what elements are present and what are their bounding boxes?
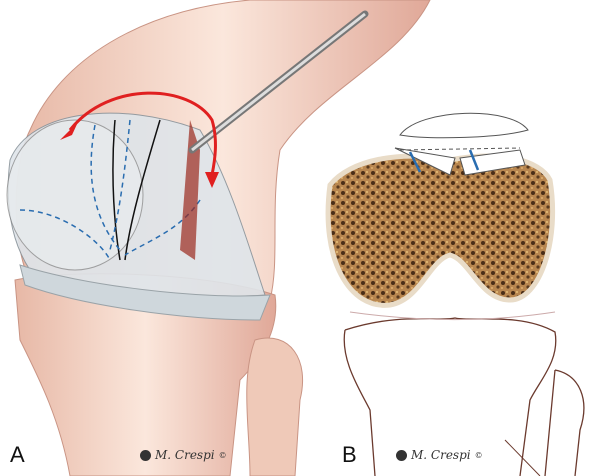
surgical-instrument	[188, 10, 369, 154]
panel-b-tibia-outline	[343, 311, 585, 476]
signature-text: M. Crespi	[411, 448, 471, 462]
panel-b-label: B	[342, 442, 357, 467]
panel-b-signature: M. Crespi©	[396, 448, 483, 462]
signature-logo-icon	[396, 449, 407, 461]
copyright-mark: ©	[474, 450, 483, 460]
panel-a-tibia	[14, 273, 304, 476]
signature-text: M. Crespi	[155, 448, 215, 462]
rotation-arrow	[60, 91, 219, 188]
signature-logo-icon	[140, 449, 151, 461]
copyright-mark: ©	[218, 450, 227, 460]
panel-a-signature: M. Crespi©	[140, 448, 227, 462]
panel-a-cartilage	[6, 112, 271, 321]
panel-b-femur-section	[325, 147, 556, 308]
panel-b-patella	[399, 112, 529, 139]
panel-a-label: A	[10, 442, 25, 467]
